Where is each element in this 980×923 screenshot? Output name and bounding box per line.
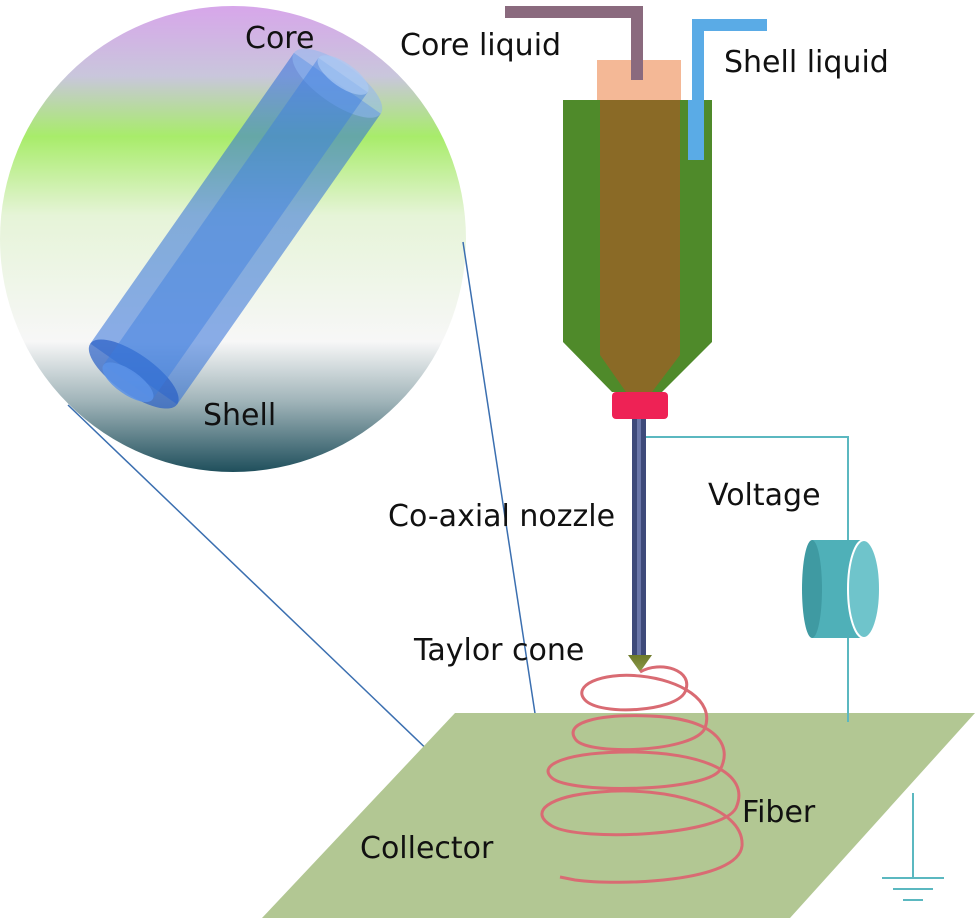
core-channel xyxy=(600,100,680,392)
taylor-cone-label: Taylor cone xyxy=(413,633,584,668)
ground-icon xyxy=(882,793,944,901)
voltage-label: Voltage xyxy=(708,478,821,513)
collector-plate xyxy=(262,713,975,918)
power-supply-icon xyxy=(802,539,881,639)
taylor-cone xyxy=(628,655,652,672)
fiber-spiral xyxy=(540,665,744,884)
voltage-wire xyxy=(645,436,849,540)
core-feed-tube xyxy=(505,6,643,78)
co-axial-nozzle-label: Co-axial nozzle xyxy=(388,499,615,534)
core-label: Core xyxy=(245,21,314,56)
shell-label: Shell xyxy=(203,398,276,433)
nozzle-ring xyxy=(612,392,668,419)
core-shell-cylinder xyxy=(88,48,383,409)
core-liquid-label: Core liquid xyxy=(400,28,561,63)
collector-label: Collector xyxy=(360,831,494,866)
fiber-label: Fiber xyxy=(742,795,816,830)
shell-liquid-label: Shell liquid xyxy=(724,45,889,80)
zoom-inset: Core Shell xyxy=(0,6,466,472)
